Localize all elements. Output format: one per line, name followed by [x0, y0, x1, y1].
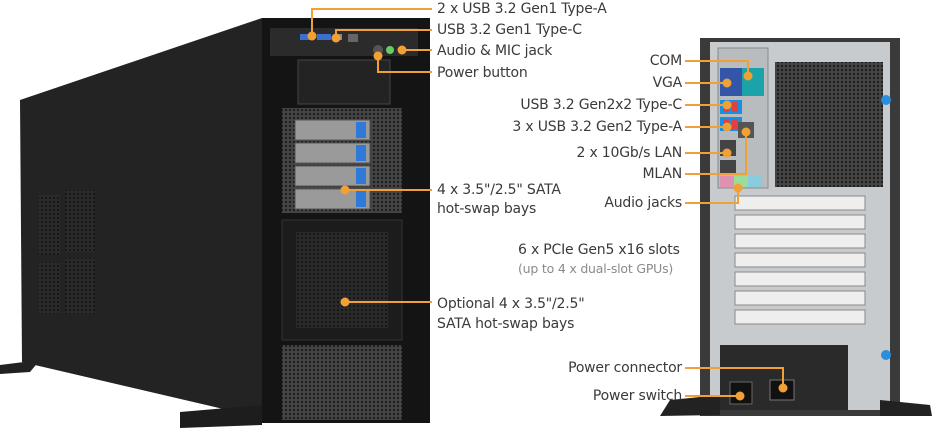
- label-pcie: 6 x PCIe Gen5 x16 slots: [518, 242, 680, 258]
- label-mlan: MLAN: [642, 166, 683, 182]
- label-pcie-note: (up to 4 x dual-slot GPUs): [518, 261, 674, 276]
- label-audio-mic: Audio & MIC jack: [437, 43, 553, 59]
- label-lan: 2 x 10Gb/s LAN: [576, 145, 683, 161]
- label-vga: VGA: [652, 75, 683, 91]
- label-front-usb-a: 2 x USB 3.2 Gen1 Type-A: [437, 1, 607, 17]
- label-com: COM: [649, 53, 682, 69]
- label-power-connector: Power connector: [568, 360, 682, 376]
- label-power-switch: Power switch: [592, 388, 682, 404]
- label-usb-gen2x2: USB 3.2 Gen2x2 Type-C: [520, 97, 682, 113]
- label-sata-bays-1: 4 x 3.5"/2.5" SATA: [437, 182, 561, 198]
- label-optional-bays-1: Optional 4 x 3.5"/2.5": [437, 296, 585, 312]
- label-power-button: Power button: [437, 65, 528, 81]
- label-audio-jacks: Audio jacks: [604, 195, 682, 211]
- label-optional-bays-2: SATA hot-swap bays: [437, 316, 575, 332]
- rear-server: [660, 38, 932, 416]
- label-sata-bays-2: hot-swap bays: [437, 201, 537, 217]
- label-usb-gen2: 3 x USB 3.2 Gen2 Type-A: [512, 119, 682, 135]
- callout-dots: [307, 31, 788, 401]
- label-front-usb-c: USB 3.2 Gen1 Type-C: [437, 22, 582, 38]
- front-server: [0, 18, 430, 428]
